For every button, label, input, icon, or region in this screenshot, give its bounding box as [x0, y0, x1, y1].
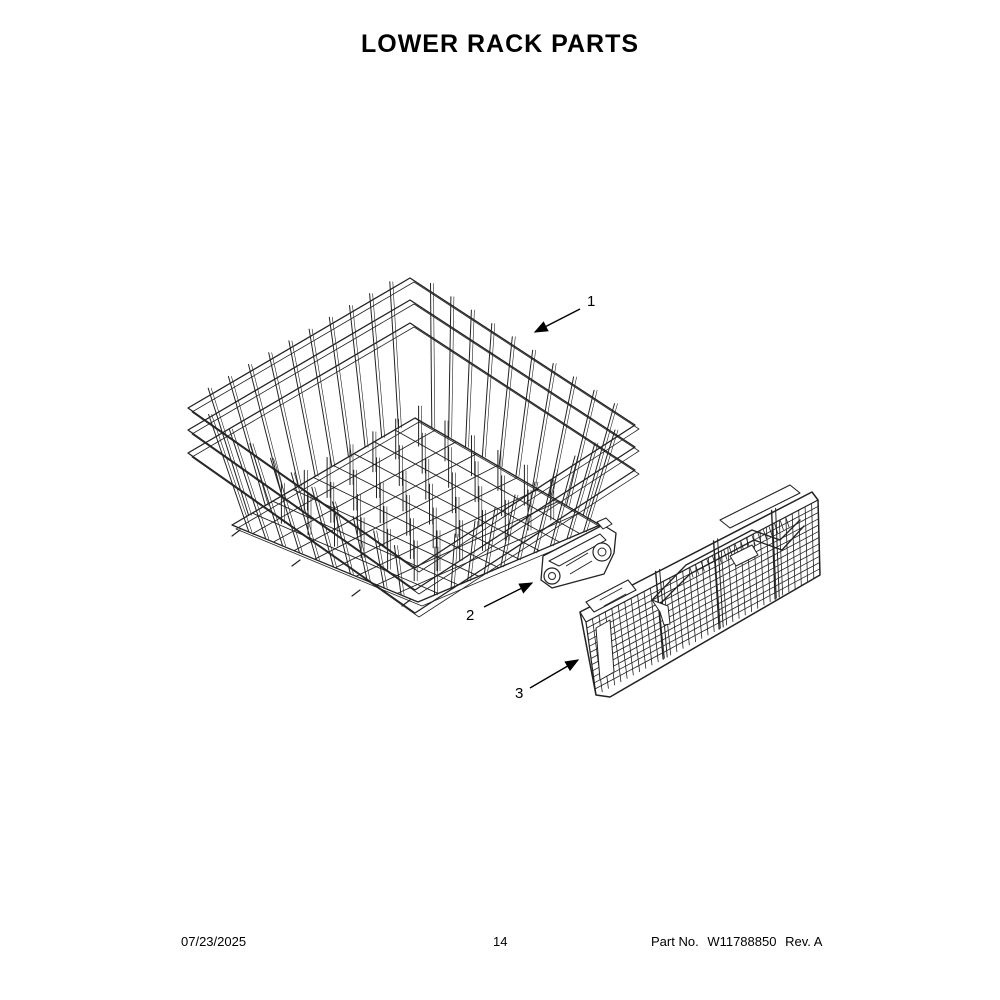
footer-part-number: Part No. W11788850 Rev. A	[651, 934, 822, 949]
lower-rack-illustration	[187, 277, 640, 618]
callout-arrow-3	[529, 659, 580, 689]
callout-label-1: 1	[587, 293, 595, 310]
rack-wheel-bracket-illustration	[540, 517, 617, 589]
silverware-basket-illustration	[579, 484, 821, 698]
page-title: LOWER RACK PARTS	[360, 30, 640, 58]
callout-arrow-1	[533, 308, 581, 333]
callout-label-3: 3	[515, 685, 523, 702]
footer-date: 07/23/2025	[181, 934, 247, 949]
callout-label-2: 2	[466, 607, 474, 624]
footer-part-label: Part No.	[651, 934, 699, 949]
footer-page-number: 14	[493, 934, 508, 949]
callout-arrow-2	[483, 582, 534, 608]
footer-revision: Rev. A	[785, 934, 823, 949]
footer-part-value: W11788850	[707, 934, 777, 949]
